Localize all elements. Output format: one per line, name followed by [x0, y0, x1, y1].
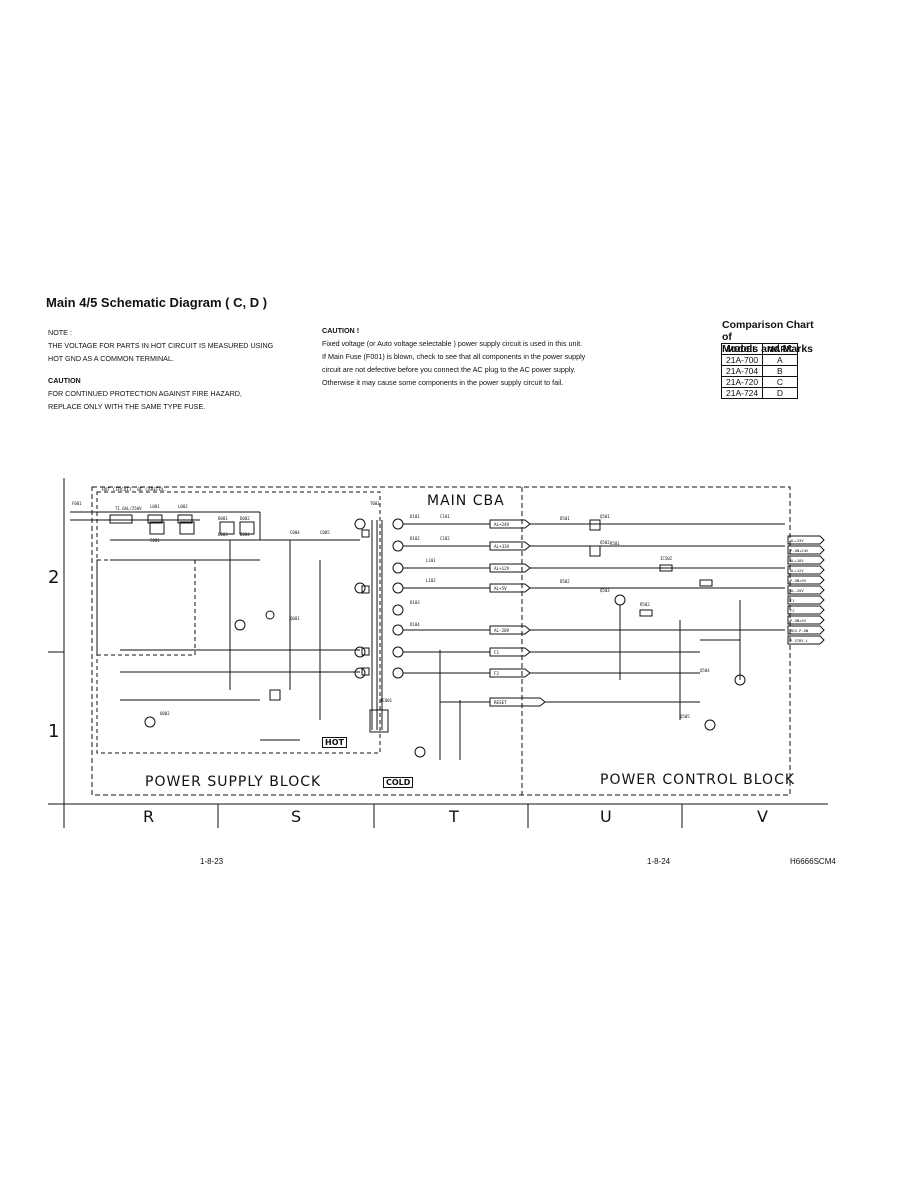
signal-label: AL+12V [790, 568, 804, 573]
part-label: D103 [410, 600, 420, 605]
part-label: D002 [240, 516, 250, 521]
note-line: THE VOLTAGE FOR PARTS IN HOT CIRCUIT IS … [48, 341, 274, 350]
row-label: 2 [48, 567, 59, 588]
column-label: R [143, 807, 154, 826]
part-label: Q002 [160, 711, 170, 716]
part-label: R502 [640, 602, 650, 607]
page-title: Main 4/5 Schematic Diagram ( C, D ) [46, 295, 268, 310]
column-label: U [600, 807, 612, 826]
power-control-block-label: POWER CONTROL BLOCK [600, 772, 795, 788]
part-label: Q503 [600, 588, 610, 593]
part-label: Q001 [290, 616, 300, 621]
column-label: T [448, 807, 459, 826]
part-label: D004 [240, 532, 250, 537]
caution-heading: CAUTION [48, 376, 81, 385]
hot-tag: HOT [322, 737, 347, 748]
main-cba-border [91, 486, 791, 796]
note-heading: NOTE : [48, 328, 72, 337]
table-row: 21A-724 D [720, 387, 798, 399]
signal-label: AL+18V [790, 558, 804, 563]
note-block: NOTE : THE VOLTAGE FOR PARTS IN HOT CIRC… [48, 326, 273, 365]
hot-circuit-border [96, 491, 381, 754]
part-label: IC502 [660, 556, 673, 561]
part-label: D101 [410, 514, 420, 519]
part-label: D104 [410, 622, 420, 627]
caution-line: Otherwise it may cause some components i… [322, 378, 564, 387]
part-label: IC001 [380, 698, 393, 703]
signal-label: P-ON+9V [790, 578, 807, 583]
part-label: D502 [560, 579, 570, 584]
column-label: S [291, 807, 301, 826]
page-number-left: 1-8-23 [200, 857, 224, 866]
column-label: V [757, 807, 768, 826]
caution-fuse-block: CAUTION FOR CONTINUED PROTECTION AGAINST… [48, 374, 242, 413]
signal-label: AL+33V [494, 544, 510, 549]
power-supply-block-label: POWER SUPPLY BLOCK [145, 774, 321, 790]
comparison-title-line: Comparison Chart of [722, 319, 814, 343]
table-header-row: MODEL MARK [720, 343, 798, 355]
signal-label: REG-P-ON [790, 628, 809, 633]
signal-label: AL+33V [790, 538, 804, 543]
model-cell: 21A-724 [720, 387, 764, 399]
signal-label: F2 [494, 671, 500, 676]
hot-circuit-warning: HOT CIRCUIT. BE CAREFUL. [102, 487, 167, 493]
inner-dashed-box [96, 559, 196, 656]
comparison-table: MODEL MARK 21A-700 A 21A-704 B 21A-720 C… [720, 343, 798, 399]
signal-label: P-ON+5V [790, 618, 807, 623]
signal-label: AL-20V [790, 588, 804, 593]
signal-label: AL-20V [494, 628, 510, 633]
signal-label: F2 [790, 608, 795, 613]
part-label: D001 [218, 516, 228, 521]
caution-line: REPLACE ONLY WITH THE SAME TYPE FUSE. [48, 402, 206, 411]
signal-label: AL+12V [494, 566, 510, 571]
row-label: 1 [48, 721, 59, 742]
signal-label: F1 [494, 650, 500, 655]
part-label: D003 [218, 532, 228, 537]
note-line: HOT GND AS A COMMON TERMINAL. [48, 354, 174, 363]
part-label: L101 [426, 558, 436, 563]
part-label: C004 [290, 530, 300, 535]
caution-power-block: CAUTION ! Fixed voltage (or Auto voltage… [322, 324, 585, 389]
part-label: L002 [178, 504, 188, 509]
signal-label: AL+5V [494, 586, 507, 591]
signal-label: P-STBY-L [790, 638, 809, 643]
part-label: F001 [72, 501, 82, 506]
table-row: 21A-720 C [720, 376, 798, 388]
cold-tag: COLD [383, 777, 414, 788]
page-number-right: 1-8-24 [647, 857, 671, 866]
part-label: L001 [150, 504, 160, 509]
part-label: T1.6AL/250V [115, 506, 142, 511]
caution-line: circuit are not defective before you con… [322, 365, 576, 374]
part-label: D102 [410, 536, 420, 541]
signal-label: F1 [790, 598, 795, 603]
part-label: Q504 [700, 668, 710, 673]
document-code: H6666SCM4 [790, 857, 836, 866]
caution-heading: CAUTION ! [322, 326, 360, 335]
signal-label: RESET [494, 700, 507, 705]
part-label: T001 [370, 501, 380, 506]
part-label: R501 [610, 541, 620, 546]
signal-label: AL+24V [494, 522, 510, 527]
part-label: C101 [440, 514, 450, 519]
caution-line: Fixed voltage (or Auto voltage selectabl… [322, 339, 583, 348]
part-label: Q505 [680, 714, 690, 719]
part-label: C001 [150, 538, 160, 543]
main-cba-label: MAIN CBA [427, 493, 505, 509]
caution-line: If Main Fuse (F001) is blown, check to s… [322, 352, 586, 361]
signal-label: P-ON+24V [790, 548, 809, 553]
part-label: C005 [320, 530, 330, 535]
mark-cell: D [762, 387, 798, 399]
part-label: Q501 [600, 514, 610, 519]
part-label: D501 [560, 516, 570, 521]
caution-line: FOR CONTINUED PROTECTION AGAINST FIRE HA… [48, 389, 242, 398]
part-label: Q502 [600, 540, 610, 545]
part-label: C102 [440, 536, 450, 541]
part-label: L102 [426, 578, 436, 583]
